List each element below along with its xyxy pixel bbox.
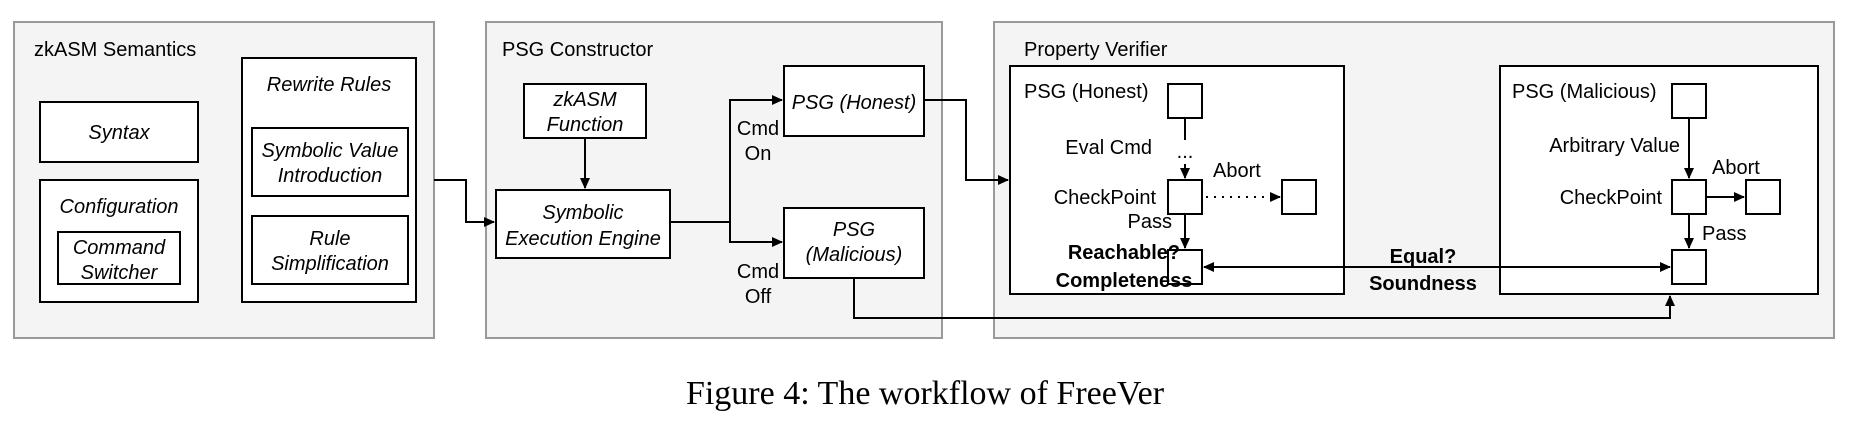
arbitrary-value-label: Arbitrary Value <box>1549 135 1680 157</box>
psg-malicious-box: PSG (Malicious) <box>783 207 925 279</box>
honest-checkpoint-label: CheckPoint <box>1054 187 1157 209</box>
panel-psg-constructor: PSG Constructor zkASM Function Symbolic … <box>485 21 943 339</box>
rule-simplification-line-2: Simplification <box>271 253 389 275</box>
cmd-off-line-1: Cmd <box>737 261 779 283</box>
symbolic-value-introduction-box: Symbolic Value Introduction <box>251 127 409 197</box>
honest-abort-node <box>1281 179 1317 215</box>
psg-honest-label: PSG (Honest) <box>792 92 916 114</box>
malicious-pass-label: Pass <box>1702 223 1746 245</box>
configuration-box: Configuration Command Switcher <box>39 179 199 303</box>
arrow-psg-malicious-to-verifier <box>853 278 1675 319</box>
malicious-checkpoint-label: CheckPoint <box>1560 187 1663 209</box>
reachable-label: Reachable? <box>1068 242 1180 264</box>
malicious-abort-node <box>1745 179 1781 215</box>
completeness-label: Completeness <box>1056 270 1193 292</box>
configuration-label: Configuration <box>60 196 179 218</box>
rewrite-rules-box: Rewrite Rules Symbolic Value Introductio… <box>241 57 417 303</box>
symbolic-value-introduction-line-2: Introduction <box>278 165 383 187</box>
cmd-on-line-1: Cmd <box>737 118 779 140</box>
eval-cmd-label: Eval Cmd <box>1065 137 1152 159</box>
psg-honest-box: PSG (Honest) <box>783 65 925 137</box>
soundness-label: Soundness <box>1369 273 1477 295</box>
edge-equal-check-left-head <box>1203 262 1214 272</box>
arrow-engine-to-psg-malicious <box>729 222 783 247</box>
psg-malicious-verifier-title: PSG (Malicious) <box>1512 81 1656 103</box>
rewrite-rules-label: Rewrite Rules <box>267 74 391 96</box>
connectors <box>434 95 1745 319</box>
command-switcher-line-1: Command <box>73 237 166 259</box>
panel-title-semantics: zkASM Semantics <box>34 39 196 61</box>
syntax-box: Syntax <box>39 101 199 163</box>
zkasm-function-box: zkASM Function <box>523 83 647 139</box>
honest-pass-label: Pass <box>1128 211 1172 233</box>
rule-simplification-line-1: Rule <box>309 228 350 250</box>
panel-title-verifier: Property Verifier <box>1024 39 1168 61</box>
malicious-abort-label: Abort <box>1712 157 1760 179</box>
command-switcher-line-2: Switcher <box>81 262 159 284</box>
cmd-on-line-2: On <box>745 143 772 165</box>
symbolic-execution-engine-line-2: Execution Engine <box>505 228 661 250</box>
psg-malicious-verifier-box: PSG (Malicious) Arbitrary Value CheckPoi… <box>1499 65 1819 295</box>
malicious-end-node <box>1671 249 1707 285</box>
panel-property-verifier: Property Verifier PSG (Honest) Eval Cmd … <box>993 21 1835 339</box>
psg-malicious-line-2: (Malicious) <box>806 244 903 266</box>
panel-title-constructor: PSG Constructor <box>502 39 654 61</box>
honest-ellipsis: ... <box>1177 141 1194 163</box>
malicious-checkpoint-node <box>1671 179 1707 215</box>
psg-malicious-line-1: PSG <box>833 219 875 241</box>
arrow-semantics-to-engine <box>434 179 495 227</box>
psg-honest-verifier-title: PSG (Honest) <box>1024 81 1148 103</box>
malicious-start-node <box>1671 83 1707 119</box>
command-switcher-box: Command Switcher <box>57 231 181 285</box>
arrow-psg-honest-to-verifier <box>924 99 1009 185</box>
symbolic-value-introduction-line-1: Symbolic Value <box>261 140 398 162</box>
psg-honest-verifier-box: PSG (Honest) Eval Cmd ... CheckPoint Abo… <box>1009 65 1345 295</box>
symbolic-execution-engine-line-1: Symbolic <box>542 202 623 224</box>
cmd-off-line-2: Off <box>745 286 772 308</box>
syntax-label: Syntax <box>88 122 150 144</box>
panel-zkasm-semantics: zkASM Semantics Syntax Configuration Com… <box>13 21 435 339</box>
figure-caption: Figure 4: The workflow of FreeVer <box>686 375 1165 412</box>
honest-checkpoint-node <box>1167 179 1203 215</box>
arrow-engine-to-psg-honest <box>670 95 783 223</box>
zkasm-function-line-2: Function <box>547 114 624 136</box>
equal-label: Equal? <box>1390 246 1457 268</box>
honest-start-node <box>1167 83 1203 119</box>
honest-abort-label: Abort <box>1213 160 1261 182</box>
rule-simplification-box: Rule Simplification <box>251 215 409 285</box>
symbolic-execution-engine-box: Symbolic Execution Engine <box>495 189 671 259</box>
honest-end-node <box>1167 249 1203 285</box>
zkasm-function-line-1: zkASM <box>552 89 617 111</box>
